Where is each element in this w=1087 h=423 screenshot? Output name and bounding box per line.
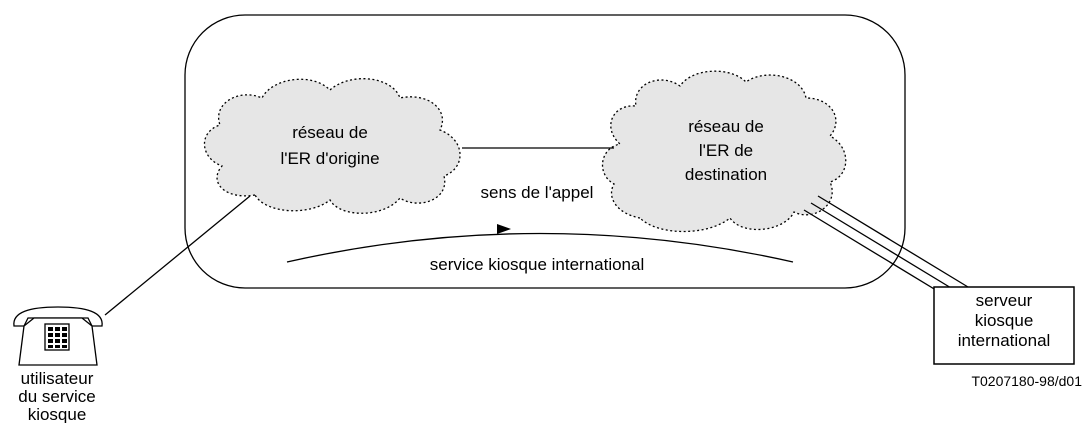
server-label-line2: kiosque bbox=[975, 311, 1034, 330]
origin-network-cloud bbox=[203, 78, 461, 214]
user-label-line1: utilisateur bbox=[21, 369, 94, 388]
international-service-label: service kiosque international bbox=[430, 255, 645, 274]
destination-network-label-line3: destination bbox=[685, 165, 767, 184]
user-label-line2: du service bbox=[18, 387, 95, 406]
user-access-line bbox=[104, 195, 251, 316]
server-trunk-lines bbox=[803, 195, 969, 302]
call-direction-label: sens de l'appel bbox=[481, 183, 594, 202]
server-label-line1: serveur bbox=[976, 291, 1033, 310]
service-direction-arc bbox=[286, 232, 794, 263]
telephone-icon bbox=[13, 306, 103, 366]
destination-network-label-line1: réseau de bbox=[688, 117, 764, 136]
origin-network-label-line1: réseau de bbox=[292, 123, 368, 142]
destination-network-label-line2: l'ER de bbox=[699, 141, 753, 160]
origin-network-label-line2: l'ER d'origine bbox=[280, 149, 379, 168]
server-label-line3: international bbox=[958, 331, 1051, 350]
user-label-line3: kiosque bbox=[28, 405, 87, 423]
figure-reference: T0207180-98/d01 bbox=[971, 373, 1082, 389]
direction-arrowhead bbox=[497, 224, 511, 234]
destination-network-cloud bbox=[601, 70, 847, 233]
kiosk-server-box bbox=[933, 286, 1075, 365]
network-boundary bbox=[184, 14, 906, 289]
